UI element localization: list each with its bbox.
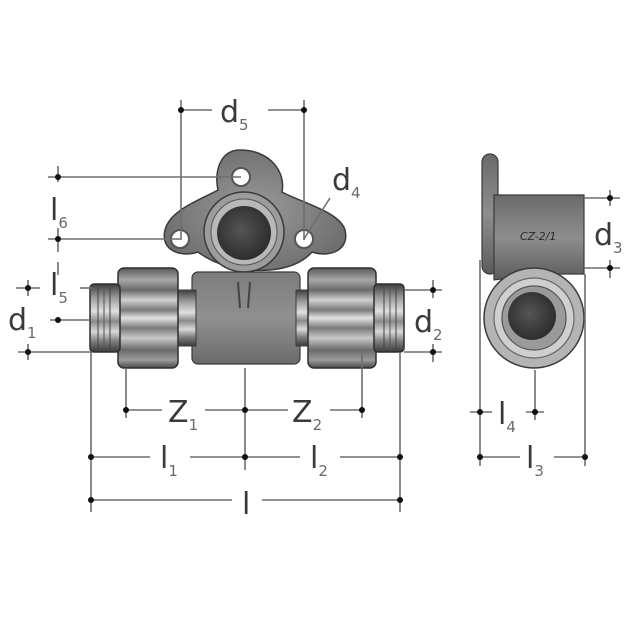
label-l5: l5 bbox=[50, 268, 68, 307]
left-pipe-end bbox=[89, 283, 121, 353]
side-outlet-body bbox=[493, 194, 585, 281]
right-pipe-end bbox=[373, 283, 405, 353]
side-dimension-lines bbox=[470, 190, 620, 466]
label-l1: l1 bbox=[160, 441, 178, 480]
label-z1: Z1 bbox=[168, 395, 198, 434]
label-l: l bbox=[242, 487, 250, 522]
side-bore bbox=[508, 292, 556, 340]
right-compression-nut bbox=[307, 267, 377, 369]
side-view: CZ-2/1 bbox=[481, 153, 585, 369]
label-d2: d2 bbox=[414, 305, 443, 344]
label-l2: l2 bbox=[310, 441, 328, 480]
front-labels: d5 d4 l6 l5 d1 d2 Z1 Z2 l1 l2 l bbox=[8, 95, 443, 522]
label-d3: d3 bbox=[594, 218, 623, 257]
left-compression-nut bbox=[117, 267, 179, 369]
front-view bbox=[89, 149, 405, 369]
label-l3: l3 bbox=[526, 441, 544, 480]
label-d1: d1 bbox=[8, 303, 37, 342]
body-marking: CZ-2/1 bbox=[520, 230, 556, 243]
side-labels: d3 l4 l3 bbox=[498, 218, 623, 480]
label-z2: Z2 bbox=[292, 395, 322, 434]
label-d4: d4 bbox=[332, 163, 361, 202]
outlet-bore bbox=[217, 206, 271, 260]
label-l6: l6 bbox=[50, 193, 68, 232]
label-d5: d5 bbox=[220, 95, 249, 134]
tee-body bbox=[191, 271, 301, 365]
label-l4: l4 bbox=[498, 397, 516, 436]
front-dimension-lines bbox=[16, 100, 442, 512]
